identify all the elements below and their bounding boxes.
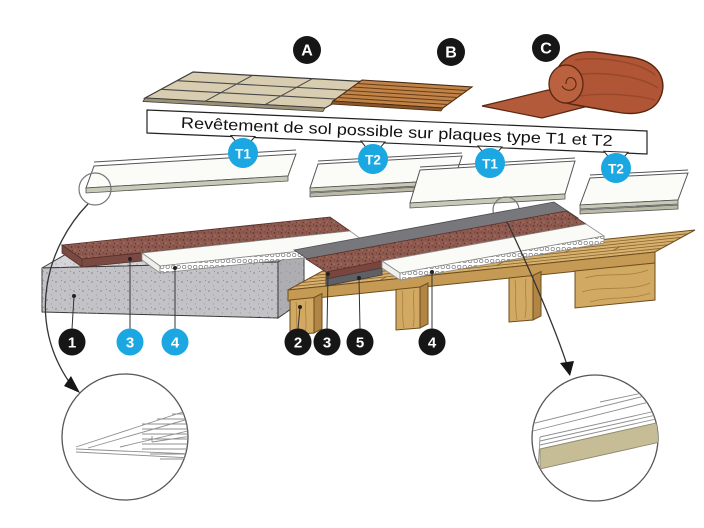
detail-circle-right: [531, 374, 659, 502]
plate-t2-right: [579, 169, 689, 215]
sample-c-label: C: [540, 41, 552, 58]
callout-1: 1: [68, 335, 76, 352]
tag-t1-left: T1: [235, 147, 251, 162]
layer-callouts: 1 3 4 2 3 5 4: [58, 257, 446, 356]
sample-c-badge: C: [532, 34, 560, 62]
sample-b-label: B: [445, 45, 457, 62]
honeycomb-edge-right: [399, 235, 605, 281]
callout-2: 2: [294, 335, 302, 352]
callout-4-left: 4: [171, 335, 180, 352]
plate-type-chips: T1 T2 T1 T2: [228, 138, 631, 183]
wood-joist-assembly: [287, 201, 696, 336]
zoom-arrow-right: [506, 221, 574, 376]
sample-a-label: A: [301, 43, 313, 60]
callout-3-right: 3: [323, 335, 331, 352]
callout-5: 5: [356, 335, 364, 352]
plate-t1-right: [409, 157, 576, 209]
tag-t1-right: T1: [482, 157, 498, 172]
zoom-source-circle-left: [78, 172, 112, 206]
sample-b-planks: [330, 79, 474, 112]
sample-b-badge: B: [437, 38, 465, 66]
sample-c-roll: [481, 51, 664, 119]
banner: Revêtement de sol possible sur plaques t…: [146, 109, 648, 163]
plate-t1-left: [85, 149, 297, 194]
callout-4-right: 4: [428, 335, 437, 352]
zoom-arrow-left: [44, 203, 89, 393]
callout-3-left: 3: [126, 335, 134, 352]
tag-t2-right: T2: [608, 162, 624, 177]
sample-a-tiles: [142, 71, 375, 112]
detail-circle-left: [61, 373, 189, 501]
sample-a-badge: A: [293, 36, 321, 64]
tag-t2-left: T2: [365, 153, 381, 168]
